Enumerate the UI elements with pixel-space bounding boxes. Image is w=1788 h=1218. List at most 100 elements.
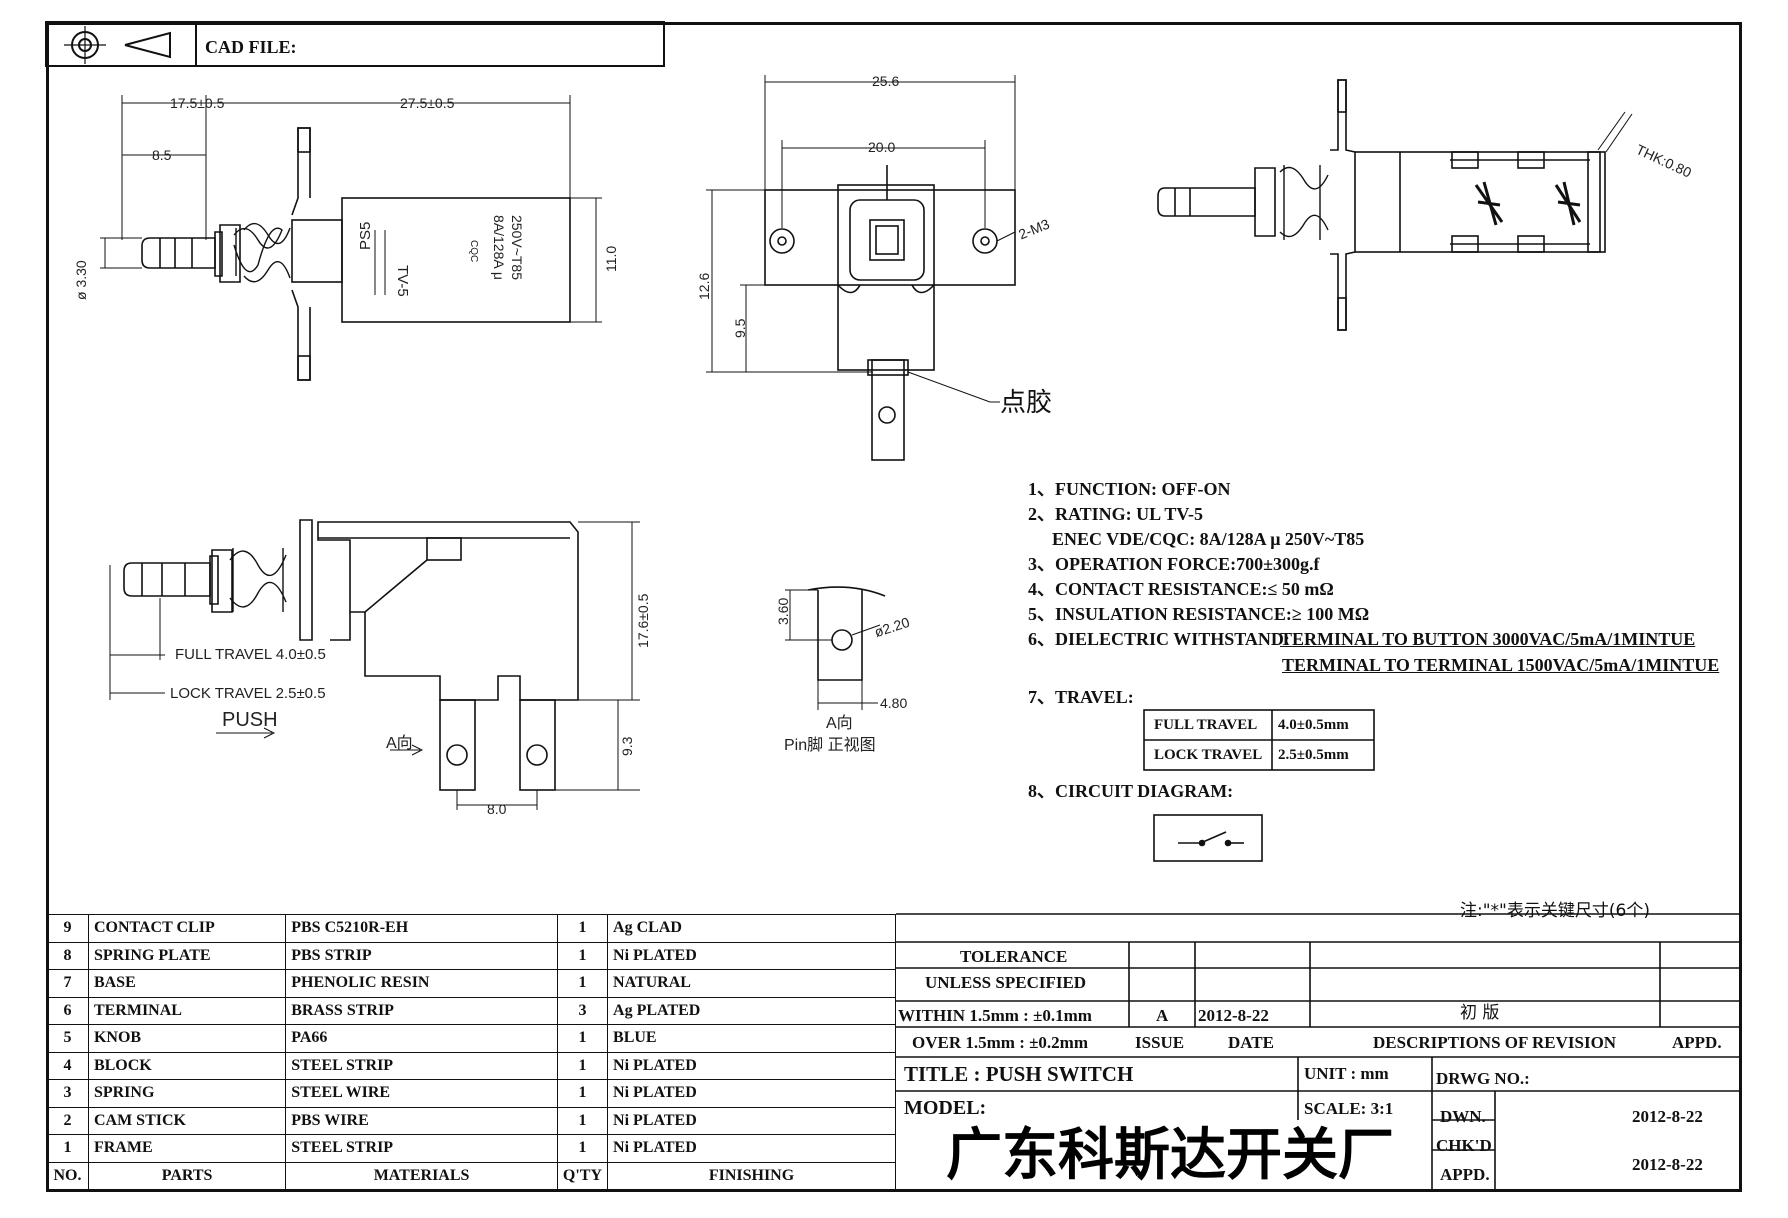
tolerance-over: OVER 1.5mm : ±0.2mm — [912, 1033, 1089, 1052]
bom-cell-finish: Ni PLATED — [607, 941, 896, 970]
date-label: DATE — [1228, 1033, 1274, 1052]
drawing-sheet — [46, 22, 1742, 1192]
issue-label: ISSUE — [1135, 1033, 1185, 1052]
pin-view-title2: Pin脚 正视图 — [784, 737, 876, 754]
dim-9-3: 9.3 — [619, 736, 635, 756]
bom-cell-finish: Ag PLATED — [607, 996, 896, 1025]
a-direction-label: A向 — [386, 735, 413, 752]
chk-date: 2012-8-22 — [1632, 1155, 1703, 1174]
travel-table-grid — [1143, 709, 1375, 771]
dim-9-5: 9.5 — [732, 318, 748, 338]
bom-cell-no: 1 — [46, 1134, 89, 1163]
note-travel: 7、TRAVEL: — [1028, 687, 1134, 707]
bom-cell-qty: 3 — [556, 996, 609, 1025]
dwn-date: 2012-8-22 — [1632, 1107, 1703, 1126]
note-function: 1、FUNCTION: OFF-ON — [1028, 479, 1231, 499]
dim-20-0: 20.0 — [868, 139, 896, 155]
bom-cell-finish: NATURAL — [607, 969, 896, 998]
bom-header-materials: MATERIALS — [285, 1161, 558, 1190]
bom-cell-part: TERMINAL — [87, 996, 287, 1025]
note-circuit: 8、CIRCUIT DIAGRAM: — [1028, 781, 1234, 801]
bom-cell-material: PBS STRIP — [285, 941, 558, 970]
tolerance-unless: UNLESS SPECIFIED — [925, 973, 1087, 992]
bom-cell-no: 9 — [46, 914, 89, 943]
bom-cell-no: 6 — [46, 996, 89, 1025]
bom-cell-material: STEEL STRIP — [285, 1051, 558, 1080]
appd-label: APPD. — [1672, 1033, 1722, 1052]
bom-cell-part: CAM STICK — [87, 1106, 287, 1135]
bom-cell-finish: BLUE — [607, 1024, 896, 1053]
note-contact-resistance: 4、CONTACT RESISTANCE:≤ 50 mΩ — [1028, 579, 1334, 599]
dim-11-0: 11.0 — [603, 245, 619, 272]
travel-full-value: 4.0±0.5mm — [1278, 717, 1349, 733]
dim-27-5: 27.5±0.5 — [400, 95, 455, 111]
dim-3-30: ø 3.30 — [73, 260, 89, 300]
tolerance-within: WITHIN 1.5mm : ±0.1mm — [898, 1006, 1092, 1025]
travel-lock-value: 2.5±0.5mm — [1278, 747, 1349, 763]
revision-description: 初 版 — [1460, 1003, 1500, 1023]
note-dielectric: 6、DIELECTRIC WITHSTAND: — [1028, 629, 1290, 649]
bom-cell-material: PBS C5210R-EH — [285, 914, 558, 943]
tolerance-label: TOLERANCE — [960, 947, 1068, 966]
model-label: MODEL: — [904, 1097, 987, 1119]
travel-lock-label: LOCK TRAVEL — [1154, 747, 1263, 763]
scale-label: SCALE: 3:1 — [1304, 1099, 1394, 1118]
bom-cell-no: 3 — [46, 1079, 89, 1108]
pin-view — [785, 586, 886, 710]
bom-cell-part: CONTACT CLIP — [87, 914, 287, 943]
bom-cell-material: STEEL WIRE — [285, 1079, 558, 1108]
note-rating: 2、RATING: UL TV-5 — [1028, 504, 1204, 524]
bom-header-row: NO. PARTS MATERIALS Q'TY FINISHING — [46, 1161, 896, 1190]
appd2-label: APPD. — [1440, 1165, 1490, 1184]
bom-header-finishing: FINISHING — [607, 1161, 896, 1190]
bom-cell-qty: 1 — [556, 1079, 609, 1108]
push-label: PUSH — [222, 709, 278, 731]
pin-view-title1: A向 — [826, 715, 853, 732]
dwn-label: DWN. — [1440, 1107, 1486, 1126]
dim-8-0: 8.0 — [487, 801, 507, 817]
bom-cell-no: 4 — [46, 1051, 89, 1080]
unit-label: UNIT : mm — [1304, 1064, 1389, 1083]
dim-3-60: 3.60 — [775, 597, 791, 625]
key-dimension-note: 注:"*"表示关键尺寸(6个) — [1460, 901, 1650, 921]
drawing-title: TITLE : PUSH SWITCH — [904, 1062, 1134, 1086]
circuit-diagram — [1153, 814, 1263, 862]
bom-cell-qty: 1 — [556, 1134, 609, 1163]
bom-cell-qty: 1 — [556, 1106, 609, 1135]
note-insulation-resistance: 5、INSULATION RESISTANCE:≥ 100 MΩ — [1028, 604, 1370, 624]
bom-header-no: NO. — [46, 1161, 89, 1190]
bom-cell-material: STEEL STRIP — [285, 1134, 558, 1163]
dim-17-5: 17.5±0.5 — [170, 95, 225, 111]
bom-cell-no: 8 — [46, 941, 89, 970]
travel-full-label: FULL TRAVEL — [1154, 717, 1258, 733]
bom-cell-qty: 1 — [556, 941, 609, 970]
dim-25-6: 25.6 — [872, 73, 900, 89]
side-view — [109, 519, 640, 810]
bom-cell-part: SPRING — [87, 1079, 287, 1108]
bom-cell-material: PHENOLIC RESIN — [285, 969, 558, 998]
bom-cell-finish: Ni PLATED — [607, 1051, 896, 1080]
bom-cell-no: 7 — [46, 969, 89, 998]
bom-cell-part: BLOCK — [87, 1051, 287, 1080]
bom-cell-part: SPRING PLATE — [87, 941, 287, 970]
marking-rating1: 8A/128A μ — [491, 215, 507, 280]
bom-header-parts: PARTS — [87, 1161, 287, 1190]
chkd-label: CHK'D — [1436, 1136, 1492, 1155]
marking-rating2: 250V~T85 — [509, 215, 525, 280]
dim-17-6: 17.6±0.5 — [635, 593, 651, 648]
bom-cell-qty: 1 — [556, 1024, 609, 1053]
date-value: 2012-8-22 — [1198, 1006, 1269, 1025]
bom-cell-part: KNOB — [87, 1024, 287, 1053]
bom-cell-material: BRASS STRIP — [285, 996, 558, 1025]
company-name: 广东科斯达开关厂 — [946, 1123, 1394, 1188]
marking-tv5: TV-5 — [394, 265, 411, 297]
bom-cell-finish: Ni PLATED — [607, 1134, 896, 1163]
title-block-grid — [896, 913, 1742, 1192]
note-rating-enec: ENEC VDE/CQC: 8A/128A μ 250V~T85 — [1052, 529, 1365, 549]
